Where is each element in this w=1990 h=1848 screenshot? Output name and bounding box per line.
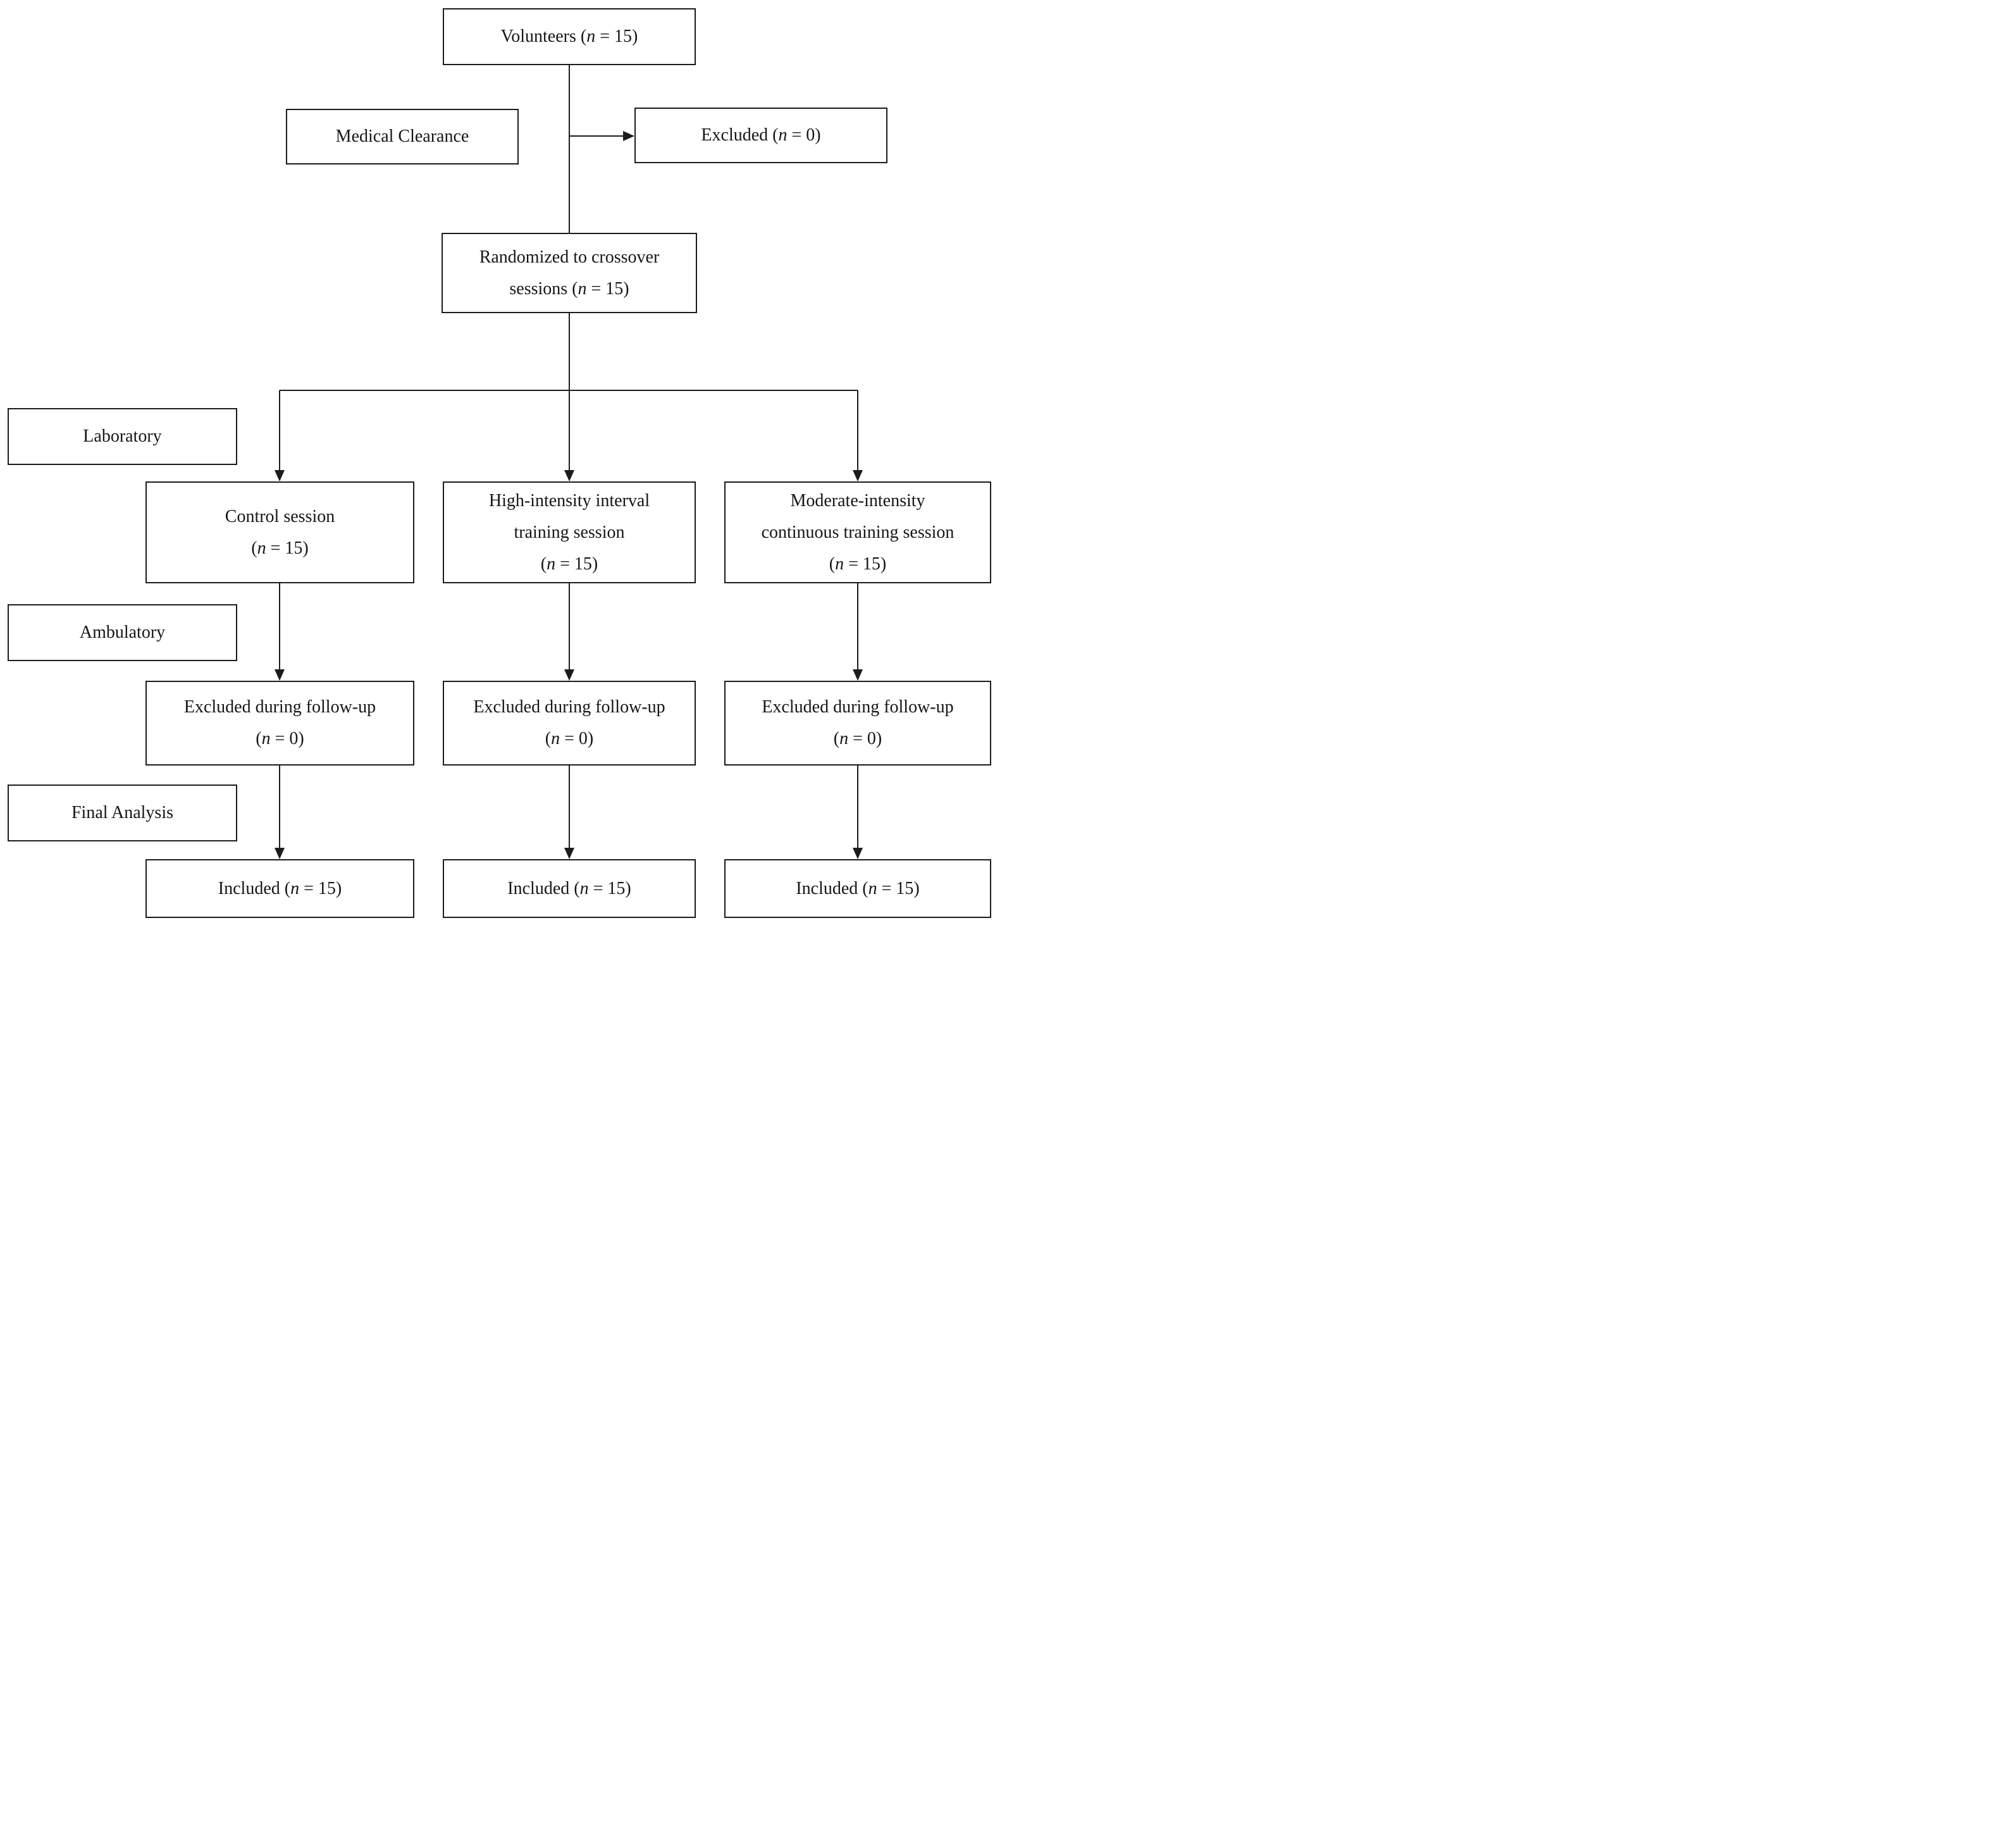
- edge-branch-to-hiit: [564, 390, 574, 481]
- stage-label-laboratory: Laboratory: [8, 408, 237, 465]
- stage-label-ambulatory: Ambulatory: [8, 604, 237, 661]
- node-control-session: Control session(n = 15): [145, 481, 414, 583]
- edge-hiit-to-included: [564, 766, 574, 859]
- node-excluded-followup-control: Excluded during follow-up(n = 0): [145, 681, 414, 766]
- node-excluded-followup-hiit: Excluded during follow-up(n = 0): [443, 681, 696, 766]
- node-included-control: Included (n = 15): [145, 859, 414, 918]
- stage-label-final-analysis: Final Analysis: [8, 784, 237, 841]
- node-excluded-screening: Excluded (n = 0): [634, 108, 887, 163]
- node-medical-clearance: Medical Clearance: [286, 109, 519, 164]
- edge-control-to-included: [275, 766, 285, 859]
- node-volunteers: Volunteers (n = 15): [443, 8, 696, 65]
- node-included-hiit: Included (n = 15): [443, 859, 696, 918]
- edge-mict-to-included: [853, 766, 863, 859]
- edge-branch-to-mict: [853, 390, 863, 481]
- edge-control-to-excluded-followup: [275, 583, 285, 681]
- flow-diagram: Volunteers (n = 15) Medical Clearance Ex…: [0, 0, 995, 924]
- edge-trunk-to-excluded-screening: [569, 131, 634, 141]
- node-excluded-followup-mict: Excluded during follow-up(n = 0): [724, 681, 991, 766]
- edge-randomized-to-branch: [280, 313, 858, 391]
- node-included-mict: Included (n = 15): [724, 859, 991, 918]
- connector-layer: [275, 65, 863, 859]
- edge-hiit-to-excluded-followup: [564, 583, 574, 681]
- edge-mict-to-excluded-followup: [853, 583, 863, 681]
- edge-branch-to-control: [275, 390, 285, 481]
